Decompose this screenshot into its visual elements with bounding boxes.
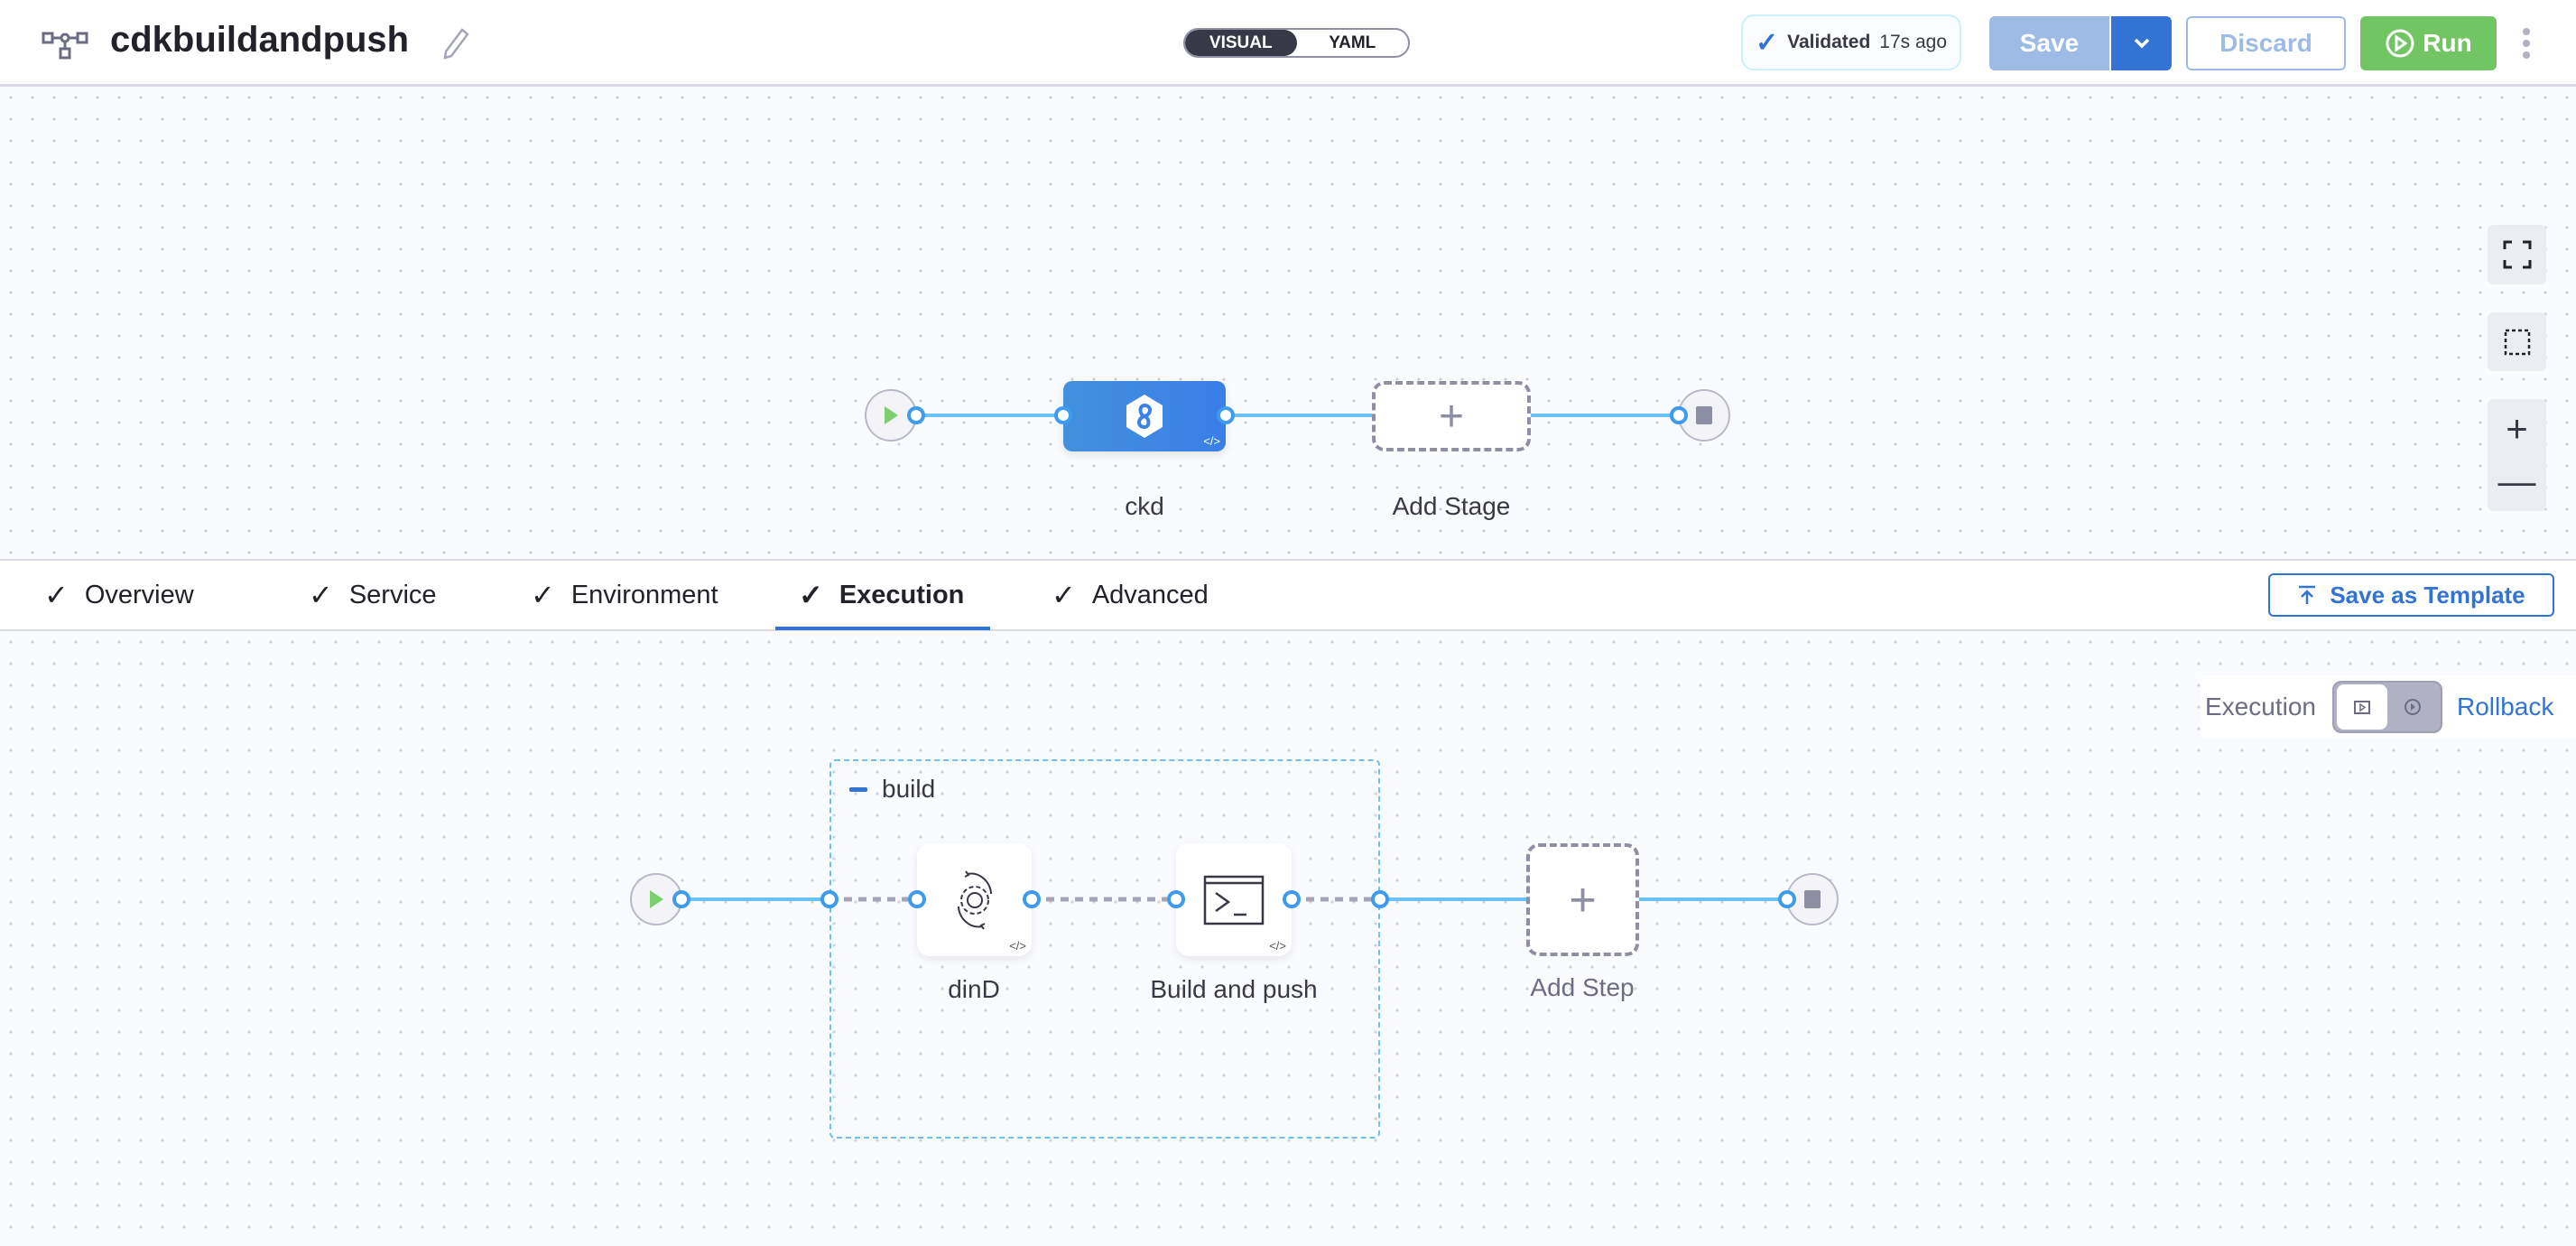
tab-environment[interactable]: ✓ Environment	[531, 559, 718, 631]
zoom-in-icon[interactable]: +	[2506, 407, 2528, 450]
check-icon: ✓	[799, 579, 823, 611]
view-mode-toggle[interactable]: VISUAL YAML	[1183, 28, 1410, 58]
port[interactable]	[1778, 890, 1796, 908]
add-step-label: Add Step	[1530, 973, 1635, 1001]
tab-label: Execution	[839, 580, 965, 609]
port[interactable]	[1670, 406, 1688, 424]
step-group-header: build	[849, 775, 935, 804]
tab-label: Environment	[570, 580, 718, 609]
yaml-mode-option[interactable]: YAML	[1329, 33, 1376, 52]
check-icon: ✓	[309, 579, 333, 611]
pipeline-icon	[42, 32, 88, 60]
fit-selection-button[interactable]	[2488, 312, 2546, 371]
plus-icon: +	[1569, 873, 1597, 926]
header: cdkbuildandpush VISUAL YAML ✓ Validated …	[0, 0, 2576, 87]
fullscreen-button[interactable]	[2488, 225, 2546, 284]
add-step-button[interactable]: +	[1526, 843, 1639, 956]
tab-label: Advanced	[1091, 580, 1209, 609]
add-stage-button[interactable]: +	[1372, 381, 1531, 451]
run-button[interactable]: Run	[2360, 16, 2497, 70]
save-as-template-button[interactable]: Save as Template	[2268, 573, 2554, 617]
pipeline-name: cdkbuildandpush	[110, 20, 410, 60]
zoom-controls: + —	[2488, 399, 2546, 511]
tab-label: Service	[348, 580, 437, 609]
edit-pencil-icon[interactable]	[440, 27, 471, 60]
port[interactable]	[1283, 890, 1301, 908]
check-icon: ✓	[531, 579, 555, 611]
step-label: dinD	[948, 975, 1000, 1003]
select-area-icon	[2504, 329, 2530, 355]
port[interactable]	[1054, 406, 1072, 424]
tab-service[interactable]: ✓ Service	[309, 559, 437, 631]
check-icon: ✓	[1755, 27, 1779, 58]
save-button[interactable]: Save	[1989, 16, 2109, 70]
code-icon: </>	[1009, 939, 1026, 953]
tab-label: Overview	[84, 580, 194, 609]
port[interactable]	[907, 406, 925, 424]
port[interactable]	[1167, 890, 1185, 908]
execution-mode-label: Execution	[2205, 692, 2316, 721]
save-template-label: Save as Template	[2330, 581, 2525, 609]
discard-button[interactable]: Discard	[2186, 16, 2346, 70]
run-label: Run	[2423, 29, 2472, 57]
port[interactable]	[1371, 890, 1389, 908]
check-icon: ✓	[44, 579, 69, 611]
rollback-view-icon[interactable]	[2387, 697, 2438, 717]
step-node-dind[interactable]: </>	[917, 843, 1032, 956]
stage-node-ckd[interactable]: </>	[1063, 381, 1226, 451]
visual-mode-option[interactable]: VISUAL	[1185, 30, 1297, 56]
plus-icon: +	[1438, 392, 1465, 441]
collapse-icon[interactable]	[849, 786, 867, 792]
check-icon: ✓	[1052, 579, 1076, 611]
play-icon	[650, 890, 663, 908]
validation-status: Validated	[1787, 32, 1871, 52]
deploy-stage-icon	[1126, 395, 1163, 438]
chevron-down-icon	[2134, 38, 2149, 49]
code-icon: </>	[1203, 434, 1220, 448]
port[interactable]	[1217, 406, 1235, 424]
stop-icon	[1804, 890, 1821, 908]
more-options-icon[interactable]	[2520, 27, 2533, 60]
fullscreen-icon	[2503, 240, 2531, 269]
execution-rollback-switch: Execution Rollback	[2201, 675, 2576, 738]
step-group-build	[829, 759, 1380, 1139]
add-stage-label: Add Stage	[1392, 492, 1511, 520]
play-circle-icon	[2386, 29, 2414, 58]
save-options-dropdown[interactable]	[2109, 16, 2172, 70]
pipeline-canvas[interactable]	[0, 87, 2576, 559]
port[interactable]	[1023, 890, 1041, 908]
step-group-name: build	[882, 775, 936, 803]
port[interactable]	[908, 890, 926, 908]
play-icon	[885, 406, 898, 424]
tab-execution[interactable]: ✓ Execution	[799, 559, 964, 631]
upload-icon	[2299, 585, 2316, 604]
step-node-build-and-push[interactable]: </>	[1176, 843, 1292, 956]
tab-advanced[interactable]: ✓ Advanced	[1052, 559, 1209, 631]
validation-badge[interactable]: ✓ Validated 17s ago	[1741, 14, 1961, 70]
code-icon: </>	[1269, 939, 1286, 953]
stage-tabs	[0, 559, 2576, 631]
active-tab-indicator	[775, 627, 990, 630]
zoom-out-icon[interactable]: —	[2497, 460, 2536, 502]
stop-icon	[1696, 406, 1712, 424]
terminal-icon	[1203, 875, 1265, 925]
execution-rollback-toggle[interactable]	[2331, 680, 2442, 733]
validation-time: 17s ago	[1879, 32, 1948, 52]
stage-label: ckd	[1125, 492, 1164, 520]
port[interactable]	[672, 890, 690, 908]
execution-view-icon[interactable]	[2336, 683, 2387, 730]
port[interactable]	[820, 890, 839, 908]
rollback-link[interactable]: Rollback	[2456, 692, 2554, 721]
gear-cycle-icon	[957, 869, 992, 930]
tab-overview[interactable]: ✓ Overview	[44, 559, 194, 631]
step-label: Build and push	[1150, 975, 1318, 1003]
